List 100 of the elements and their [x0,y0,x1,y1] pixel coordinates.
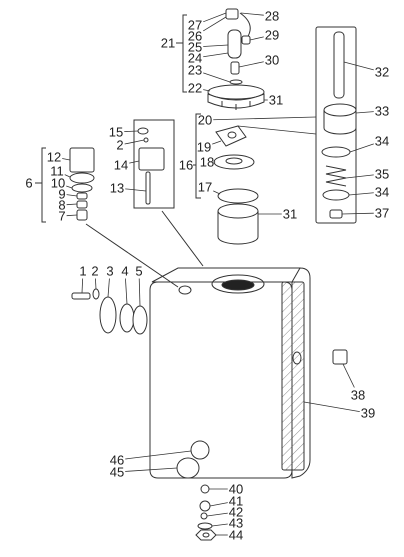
leader-line [95,278,96,290]
callout-number: 37 [374,206,390,220]
leader-line [202,52,228,58]
callout-number: 13 [110,182,124,194]
callout-number: 6 [25,176,33,190]
callout-number: 38 [350,388,366,402]
callout-number: 45 [110,466,124,478]
nut [138,128,148,134]
callout-number: 42 [228,506,244,518]
leader-line [342,212,374,214]
leader-line [238,61,264,68]
plate [216,126,246,146]
callout-number: 15 [108,126,124,138]
leader-line [212,524,228,526]
callout-number: 19 [196,140,212,154]
leader-line [210,502,228,506]
callout-number: 1 [79,264,87,278]
parts-frame [316,26,356,224]
leader-line [348,192,374,196]
washer [322,190,350,200]
callout-number: 20 [198,114,212,126]
leader-line [124,140,144,144]
callout-number: 34 [374,134,390,148]
callout-number: 41 [228,494,244,508]
callout-number: 29 [264,28,280,42]
ball [200,500,210,512]
leader-line [202,44,228,47]
valve-body [228,30,242,58]
leader-line [66,194,78,196]
fitting [76,210,88,220]
callout-number: 32 [374,66,390,78]
callout-number: 31 [282,208,298,220]
callout-number: 17 [198,180,212,194]
bolt [72,292,90,300]
strainer-housing [324,104,356,134]
chain [240,12,251,38]
leader-line [64,174,70,178]
spring [326,166,346,186]
callout-number: 34 [374,186,390,198]
fitting [242,36,250,44]
leader-line [208,488,228,490]
leader-line [304,402,360,412]
callout-number: 10 [50,176,66,190]
callout-number: 16 [178,158,194,172]
callout-number: 25 [188,40,202,54]
washer [322,146,350,158]
leader-line [202,89,210,92]
ring [72,184,92,192]
callout-number: 12 [46,150,62,164]
leader-line [202,12,226,22]
callout-number: 30 [264,54,280,66]
callout-number: 24 [188,52,202,64]
callout-number: 5 [135,264,143,278]
leader-line [250,36,264,40]
leader-line [350,143,374,152]
ring [214,154,254,170]
gasket [230,80,242,84]
leader-line [240,12,264,16]
callout-number: 26 [188,30,202,42]
pipe [334,32,344,98]
callout-number: 9 [58,188,66,200]
leader-line [66,186,72,188]
callout-number: 44 [228,528,244,542]
nipple [230,62,240,74]
flange [100,296,116,334]
neck-insert [218,188,258,204]
cap [70,148,94,172]
leader-line [202,72,230,82]
callout-number: 40 [228,482,244,496]
leader-line [238,126,316,134]
callout-number: 2 [116,138,124,152]
leader-line [342,364,355,388]
filler-cap [208,84,264,100]
fitting [76,192,88,200]
leader-line [66,204,78,206]
callout-number: 21 [160,36,176,50]
callout-number: 4 [121,264,129,278]
callout-number: 14 [114,158,128,172]
ring [70,172,94,184]
leader-line [124,188,146,192]
leader-line [108,278,110,298]
callout-number: 3 [106,264,114,278]
hex-plug [196,530,216,540]
callout-number: 23 [188,64,202,76]
leader-line [66,214,78,216]
leader-line [212,140,222,144]
leader-line [82,278,84,294]
ring [132,306,148,334]
callout-number: 43 [228,516,244,530]
leader-line [212,116,316,120]
ball [144,138,148,142]
spring-seat [200,512,208,520]
filler-neck [218,204,258,244]
leader-line [202,16,226,32]
leader-line [128,160,140,164]
cap [226,8,238,20]
leader-line [125,278,128,304]
callout-number: 2 [91,264,99,278]
callout-number: 39 [360,406,376,420]
leader-line [138,278,140,306]
